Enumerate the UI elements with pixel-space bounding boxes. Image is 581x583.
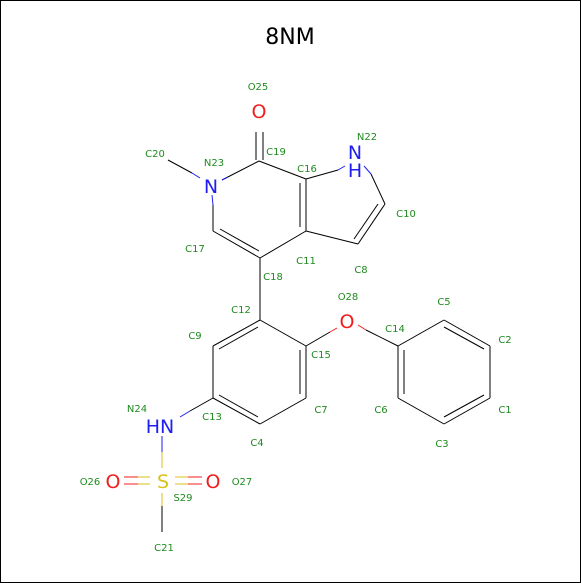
hydrogen-n22-symbol: H — [348, 160, 362, 182]
atom-label-c21: C21 — [154, 543, 174, 554]
atom-label-o25: O25 — [248, 82, 269, 93]
atom-label-o26: O26 — [80, 477, 101, 488]
nitrogen-n23-symbol: N — [204, 176, 218, 198]
atom-label-c14: C14 — [385, 324, 405, 335]
atom-label-c13: C13 — [202, 412, 222, 423]
atom-label-c2: C2 — [498, 335, 511, 346]
element-symbols: O N H N O HN S O O — [106, 101, 363, 493]
atom-label-c7: C7 — [314, 405, 327, 416]
atom-label-c18: C18 — [263, 272, 283, 283]
atom-label-c4: C4 — [250, 438, 263, 449]
nitrogen-n22-symbol: N — [348, 142, 362, 164]
atom-label-n24: N24 — [127, 404, 147, 415]
atom-label-c10: C10 — [396, 209, 416, 220]
atom-label-c1: C1 — [498, 405, 511, 416]
nitrogen-n24-symbol: HN — [146, 416, 175, 438]
oxygen-o25-symbol: O — [252, 101, 267, 123]
atom-label-n23: N23 — [204, 158, 224, 169]
atom-label-c11: C11 — [296, 256, 316, 267]
atom-label-c12: C12 — [231, 305, 251, 316]
bonds — [124, 132, 491, 532]
atom-label-o27: O27 — [232, 477, 253, 488]
atom-label-c3: C3 — [435, 439, 448, 450]
atom-label-s29: S29 — [173, 493, 192, 504]
atom-label-c19: C19 — [266, 147, 286, 158]
atom-label-c15: C15 — [311, 350, 331, 361]
diagram-title: 8NM — [265, 25, 314, 50]
atom-label-c6: C6 — [374, 405, 387, 416]
atom-labels: O25 N22 C20 N23 C19 C16 C10 C17 C11 C18 … — [80, 82, 512, 554]
oxygen-o26-symbol: O — [106, 471, 121, 493]
atom-label-c17: C17 — [185, 244, 205, 255]
atom-label-c8: C8 — [354, 265, 367, 276]
atom-label-c5: C5 — [437, 297, 450, 308]
oxygen-o27-symbol: O — [206, 471, 221, 493]
atom-label-c20: C20 — [145, 149, 165, 160]
atom-label-c16: C16 — [297, 164, 317, 175]
sulfur-s29-symbol: S — [157, 471, 169, 493]
oxygen-o28-symbol: O — [340, 311, 355, 333]
atom-label-n22: N22 — [357, 132, 377, 143]
atom-label-c9: C9 — [188, 331, 201, 342]
atom-label-o28: O28 — [338, 292, 359, 303]
